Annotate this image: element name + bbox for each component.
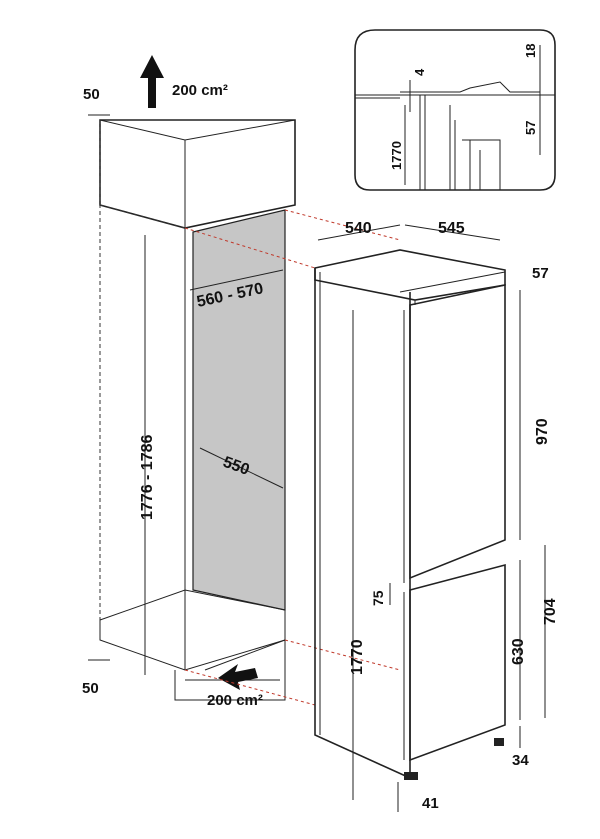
detail-4-label: 4 — [412, 68, 427, 76]
upper-door-label: 970 — [534, 418, 551, 445]
detail-inset — [354, 29, 556, 191]
bottom-vent-arrow — [218, 664, 258, 690]
bottom-vent-label: 200 cm² — [207, 692, 263, 709]
appliance — [314, 249, 506, 780]
cabinet-niche — [88, 114, 296, 701]
appliance-height-label: 1770 — [349, 639, 366, 675]
door-gap-label: 75 — [370, 590, 386, 606]
detail-57-label: 57 — [523, 121, 538, 135]
niche-height-label: 1776 - 1786 — [139, 434, 156, 520]
appliance-depth-label: 540 — [345, 220, 372, 237]
hinge-offset-label: 57 — [532, 265, 549, 282]
front-foot — [404, 772, 418, 780]
rear-foot — [494, 738, 504, 746]
plinth-label: 34 — [512, 752, 529, 769]
bottom-gap-label: 50 — [82, 680, 99, 697]
appliance-dimensions — [317, 224, 546, 812]
top-vent-arrow — [140, 55, 164, 108]
detail-18-label: 18 — [523, 44, 538, 58]
detail-1770-label: 1770 — [389, 141, 404, 170]
top-gap-label: 50 — [83, 86, 100, 103]
alignment-lines — [184, 209, 401, 706]
lower-door-label: 630 — [510, 638, 527, 665]
lower-total-label: 704 — [542, 598, 559, 625]
appliance-width-label: 545 — [438, 220, 465, 237]
foot-label: 41 — [422, 795, 439, 812]
top-vent-label: 200 cm² — [172, 82, 228, 99]
